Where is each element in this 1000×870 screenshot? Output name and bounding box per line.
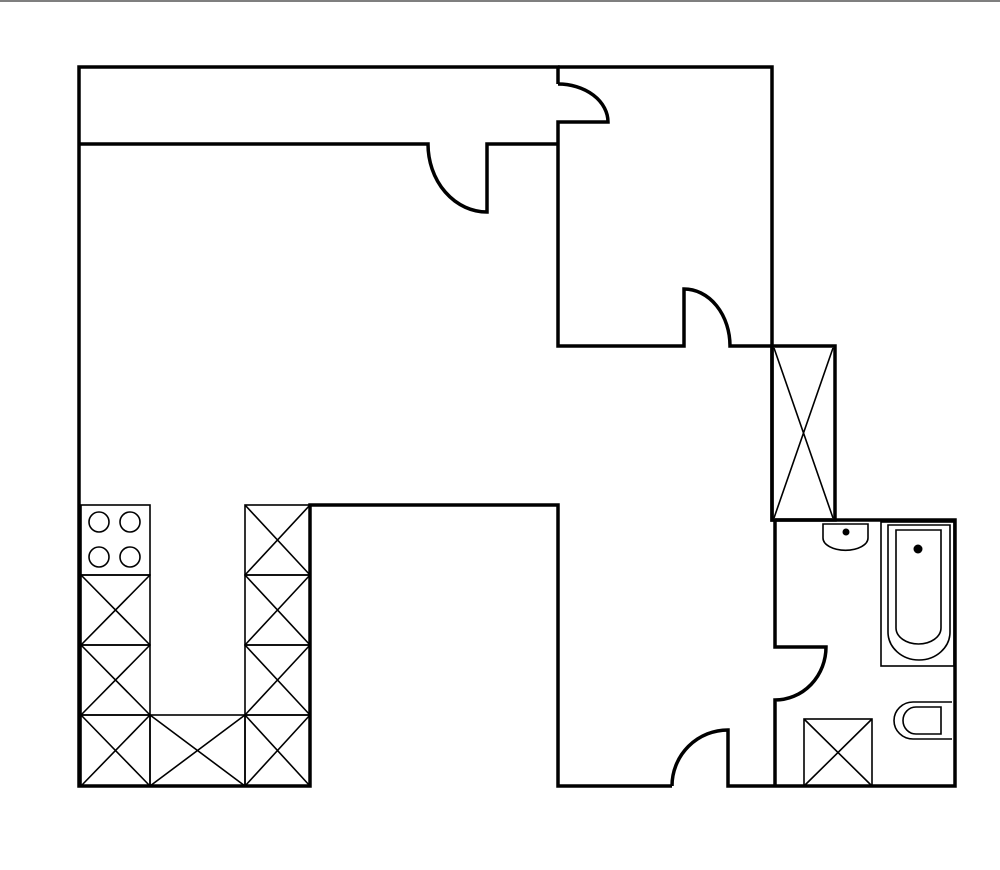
shower-cross: [803, 718, 873, 787]
counter-cross: [80, 644, 151, 716]
outer-wall-east: [558, 65, 957, 788]
bathtub-inner: [895, 529, 942, 645]
bathtub-drain: [913, 544, 923, 554]
counter-cross: [244, 504, 311, 576]
counter-cross: [80, 574, 151, 646]
shower: [803, 718, 873, 787]
sink-drain: [842, 528, 850, 536]
kitchen: [80, 504, 311, 787]
burner: [88, 546, 110, 568]
closet: [770, 344, 837, 522]
kitchen-counters: [80, 504, 311, 787]
counter-cross: [80, 714, 151, 787]
outer-wall-west: [77, 65, 672, 788]
bathtub-frame: [880, 521, 955, 667]
sink: [822, 523, 869, 552]
burner: [119, 546, 141, 568]
toilet-seat: [902, 706, 942, 735]
bedroom-wall: [556, 82, 772, 348]
counter-cross: [244, 574, 311, 646]
burner: [88, 511, 110, 533]
burner: [119, 511, 141, 533]
bathroom-fixtures: [803, 521, 955, 787]
bathroom-wall: [773, 520, 828, 786]
counter-cabinet: [244, 714, 311, 787]
walls: [77, 65, 957, 788]
counter-cross: [244, 714, 311, 787]
corridor-wall: [79, 142, 558, 214]
toilet-outer: [893, 701, 952, 740]
counter-cross: [244, 644, 311, 716]
closet-cross: [773, 347, 834, 519]
bathtub-outer: [887, 524, 951, 661]
counter-cross: [149, 714, 246, 787]
